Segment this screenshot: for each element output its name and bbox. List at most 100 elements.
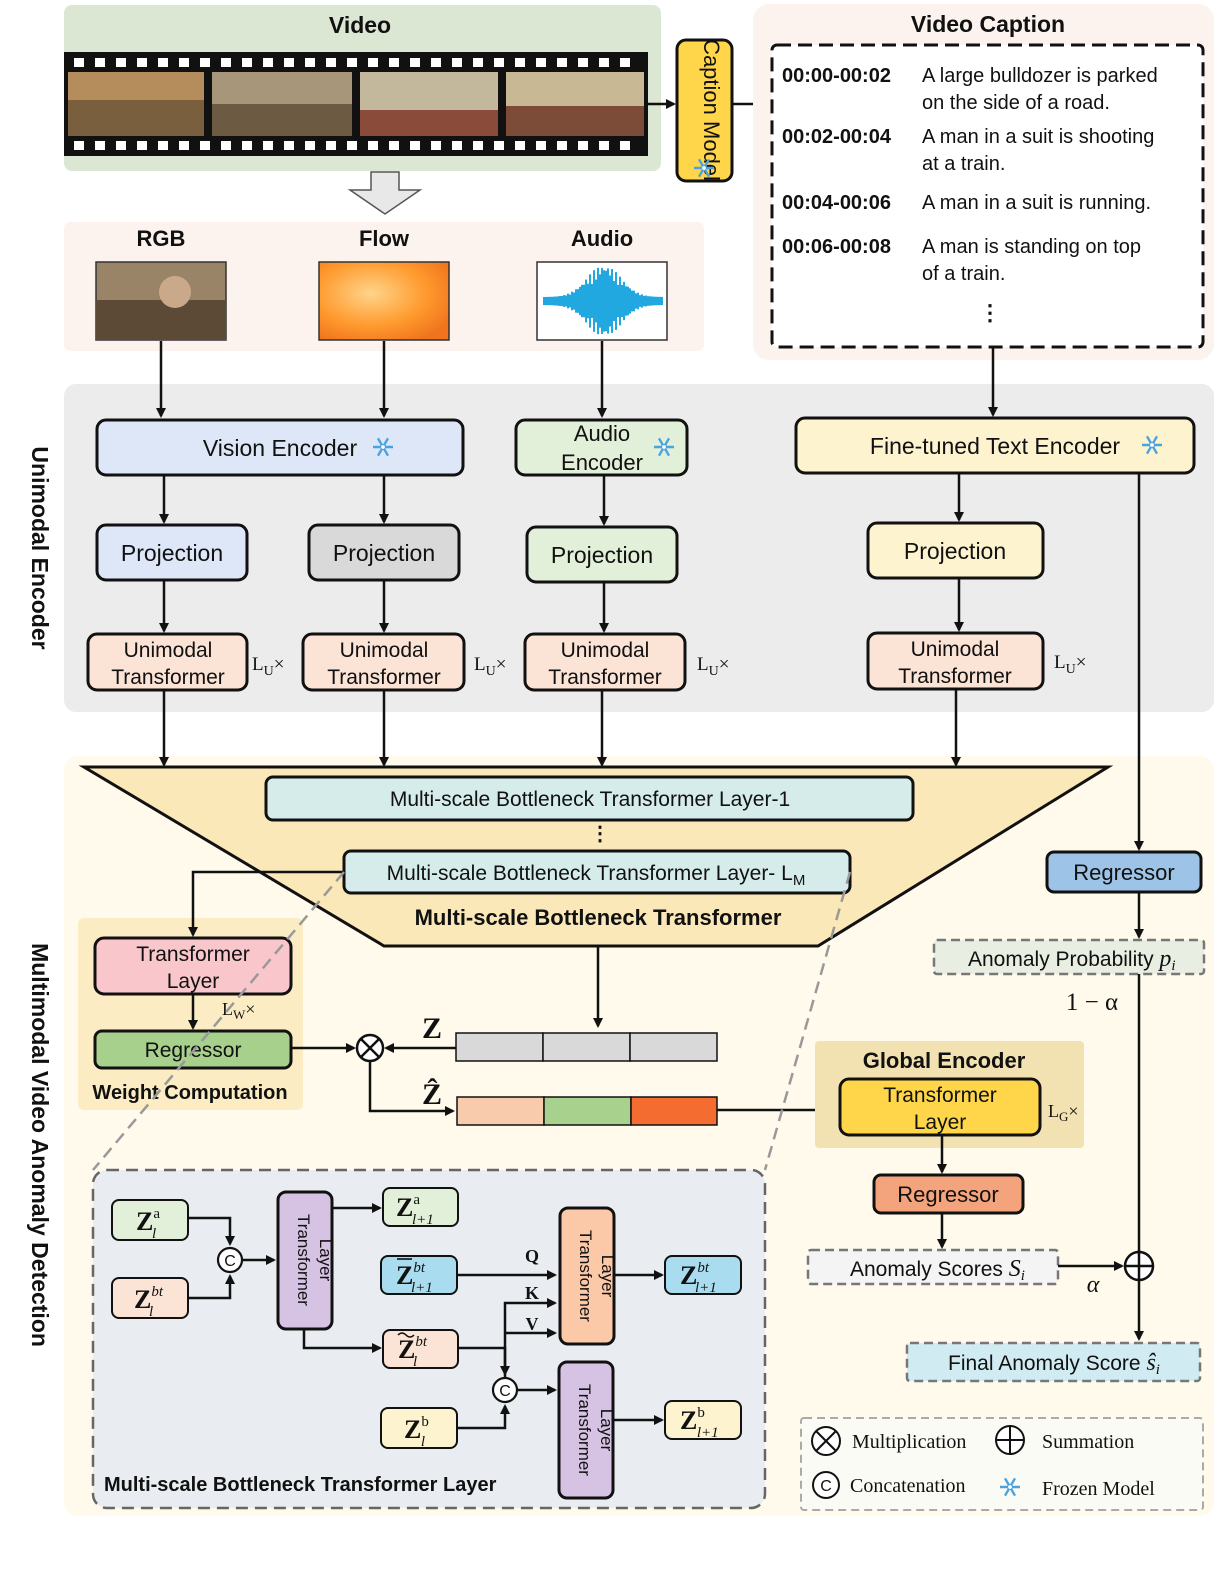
global-transformer-label: Layer <box>914 1111 967 1134</box>
global-transformer-layer: Transformer Layer <box>838 1077 1042 1137</box>
detail-transformer-3: Transformer Layer <box>557 1360 616 1500</box>
film-perforation <box>410 141 420 150</box>
detail-transformer-label: Layer <box>598 1255 617 1298</box>
concat-label: C <box>499 1383 511 1400</box>
concat-label: C <box>820 1478 832 1495</box>
audio-waveform-image <box>536 261 668 341</box>
unimodal-transformer-label: Transformer <box>548 666 662 689</box>
film-perforation <box>389 58 399 67</box>
z-hat-vector <box>456 1096 718 1126</box>
film-perforation <box>473 141 483 150</box>
global-regressor-label: Regressor <box>897 1182 998 1207</box>
final-anomaly-score-label: Final Anomaly Score ŝi <box>948 1350 1160 1378</box>
legend-multiplication: Multiplication <box>852 1431 966 1453</box>
unimodal-transformer-flow: Unimodal Transformer <box>301 632 466 692</box>
film-perforations-bottom <box>74 141 630 150</box>
caption-time: 00:06-00:08 <box>782 236 891 258</box>
film-perforation <box>326 58 336 67</box>
detail-transformer-label: Transformer <box>294 1214 313 1306</box>
mbt-layer-1-label: Multi-scale Bottleneck Transformer Layer… <box>390 788 790 811</box>
film-perforation <box>326 141 336 150</box>
projection-label: Projection <box>551 542 653 568</box>
projection-rgb: Projection <box>95 523 249 582</box>
text-encoder-label: Fine-tuned Text Encoder <box>870 433 1121 459</box>
multiply-legend-icon <box>811 1426 841 1456</box>
global-encoder-title: Global Encoder <box>863 1048 1026 1073</box>
film-perforation <box>263 141 273 150</box>
repeat-count-label: LG× <box>1048 1101 1079 1124</box>
summation-legend-icon <box>995 1425 1025 1455</box>
legend-concatenation: Concatenation <box>850 1475 966 1497</box>
caption-time: 00:00-00:02 <box>782 65 891 87</box>
concat-legend-icon: C <box>812 1471 840 1499</box>
film-perforation <box>368 141 378 150</box>
concat-icon: C <box>216 1246 244 1274</box>
detail-transformer-1: Transformer Layer <box>276 1190 335 1331</box>
film-perforation <box>368 58 378 67</box>
mbt-layer-lm: Multi-scale Bottleneck Transformer Layer… <box>342 849 852 895</box>
film-perforation <box>116 58 126 67</box>
film-perforation <box>263 58 273 67</box>
concat-label: C <box>224 1253 236 1270</box>
film-perforation <box>557 58 567 67</box>
film-perforation <box>116 141 126 150</box>
repeat-count-label: LU× <box>697 654 729 679</box>
audio-title: Audio <box>571 226 633 251</box>
film-perforation <box>200 141 210 150</box>
unimodal-transformer-label: Unimodal <box>561 639 650 662</box>
text-encoder: Fine-tuned Text Encoder <box>794 416 1196 475</box>
final-anomaly-score: Final Anomaly Score ŝi <box>905 1341 1202 1383</box>
video-title: Video <box>329 12 391 38</box>
unimodal-transformer-label: Unimodal <box>340 639 429 662</box>
audio-encoder-label: Encoder <box>561 450 643 475</box>
film-perforation <box>578 141 588 150</box>
flow-title: Flow <box>359 226 410 251</box>
film-perforation <box>620 141 630 150</box>
film-perforation <box>515 141 525 150</box>
anomaly-scores-label: Anomaly Scores Si <box>850 1256 1025 1284</box>
film-perforation <box>536 58 546 67</box>
detail-transformer-label: Transformer <box>576 1230 595 1322</box>
mbt-dots: ⋮ <box>590 823 610 845</box>
caption-ellipsis: ⋮ <box>979 300 1001 325</box>
unimodal-encoder-side-label: Unimodal Encoder <box>27 446 53 649</box>
caption-entry-4: 00:06-00:08 A man is standing on top of … <box>782 236 1141 285</box>
caption-text: of a train. <box>922 263 1005 285</box>
detail-transformer-label: Layer <box>597 1409 616 1452</box>
z-hat-label: Ẑ <box>422 1078 442 1111</box>
film-perforation <box>599 141 609 150</box>
film-strip <box>64 52 648 156</box>
z-vector <box>455 1032 718 1062</box>
summation-icon <box>1123 1250 1155 1282</box>
caption-list <box>770 43 1205 349</box>
concat-icon: C <box>491 1376 519 1404</box>
projection-label: Projection <box>333 540 435 566</box>
film-perforation <box>494 58 504 67</box>
video-caption-title: Video Caption <box>911 11 1065 37</box>
detail-transformer-2: Transformer Layer <box>558 1206 617 1346</box>
film-perforation <box>74 141 84 150</box>
film-perforation <box>599 58 609 67</box>
weight-computation-title: Weight Computation <box>92 1082 287 1104</box>
rgb-image <box>95 261 227 341</box>
film-perforation <box>158 58 168 67</box>
film-perforation <box>557 141 567 150</box>
film-perforation <box>158 141 168 150</box>
caption-entry-1: 00:00-00:02 A large bulldozer is parked … <box>782 65 1158 114</box>
film-perforation <box>284 141 294 150</box>
detail-transformer-label: Layer <box>316 1239 335 1282</box>
mbt-layer-lm-label: Multi-scale Bottleneck Transformer Layer… <box>387 862 806 889</box>
film-perforation <box>431 58 441 67</box>
